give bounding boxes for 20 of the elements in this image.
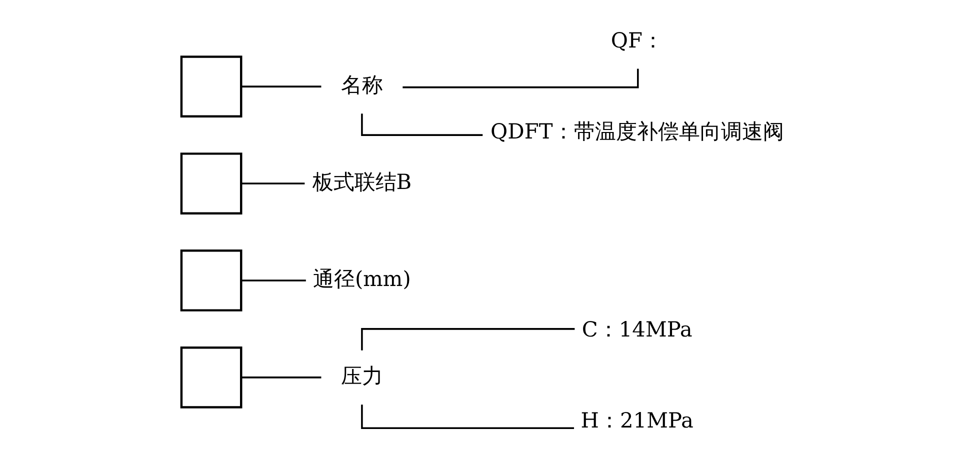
node-text: 压力 — [340, 363, 383, 388]
node-text: QDFT：带温度补偿单向调速阀 — [490, 118, 784, 143]
node-text: 通径(mm) — [313, 266, 411, 290]
node-text: C：14MPa — [582, 317, 692, 342]
node-box — [180, 152, 242, 214]
node-text: 名称 — [340, 72, 383, 97]
node-box — [180, 55, 242, 118]
connector — [361, 404, 574, 429]
node-box — [180, 346, 242, 408]
node-box — [180, 249, 242, 311]
connector — [361, 328, 575, 350]
connector — [242, 85, 322, 87]
connector — [361, 113, 483, 136]
connector — [242, 279, 306, 281]
node-text: 板式联结B — [312, 170, 412, 194]
node-text: H：21MPa — [580, 408, 694, 432]
connector — [242, 182, 305, 184]
connector — [242, 376, 322, 378]
node-text: QF： — [610, 28, 664, 52]
connector — [402, 68, 639, 88]
